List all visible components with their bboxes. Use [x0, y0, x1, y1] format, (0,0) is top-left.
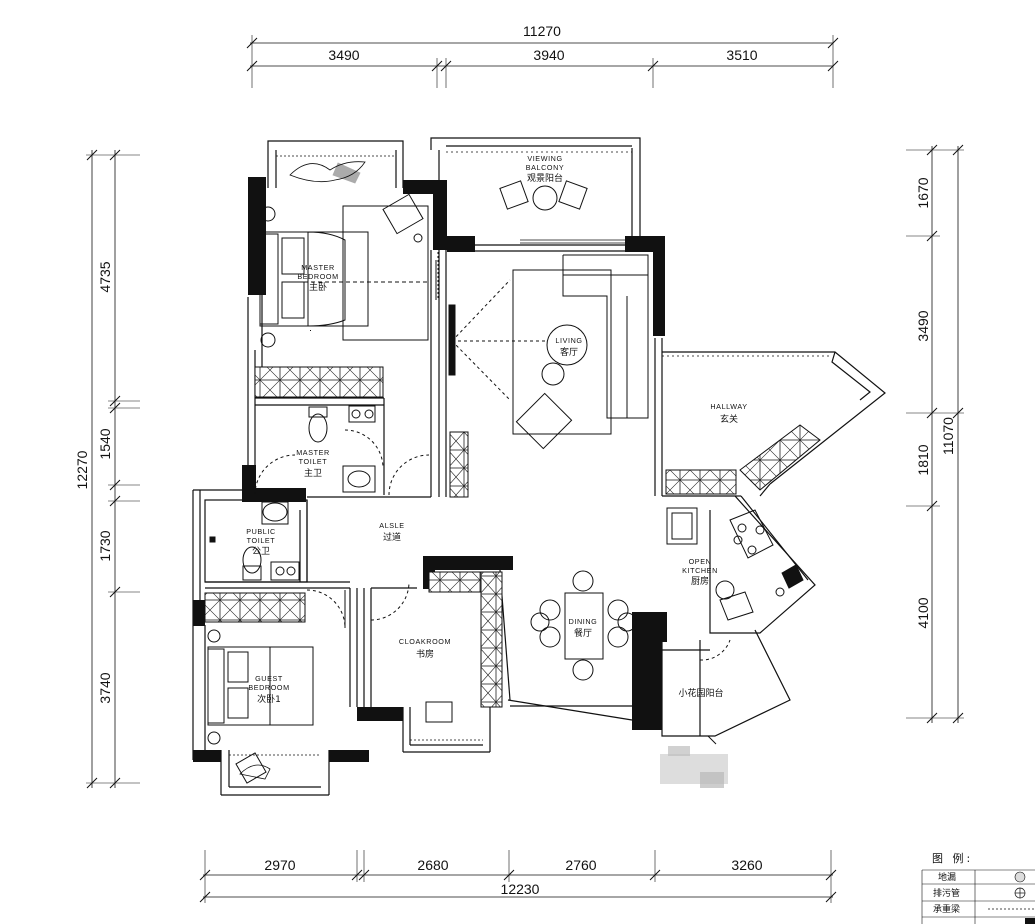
dim-left-total: 12270: [74, 450, 90, 489]
dim-left-seg-4: 3740: [97, 672, 113, 703]
master-bedroom-label-cn: 主卧: [309, 281, 327, 293]
furniture: [207, 180, 804, 784]
garden-balcony-label-cn: 小花园阳台: [678, 687, 723, 699]
dim-left-seg-2: 1540: [97, 428, 113, 459]
dim-bottom-seg-3: 2760: [565, 857, 596, 873]
public-toilet-label-1: Public: [246, 527, 276, 536]
legend-item-2: 排污管: [933, 887, 960, 899]
cloakroom-label-cn: 书房: [416, 648, 434, 660]
dim-right-seg-1: 1670: [915, 177, 931, 208]
master-toilet-label-2: Toilet: [299, 457, 328, 466]
dim-bottom-total: 12230: [501, 881, 540, 897]
dim-bottom-seg-1: 2970: [264, 857, 295, 873]
hallway-label-cn: 玄关: [720, 413, 738, 425]
top-dimensions: 11270 3490 3940 3510: [246, 23, 839, 88]
public-toilet-label-cn: 公卫: [252, 546, 270, 557]
dining-label-cn: 餐厅: [574, 627, 592, 639]
dim-bottom-seg-4: 3260: [731, 857, 762, 873]
master-toilet-label-cn: 主卫: [304, 467, 322, 479]
open-kitchen-label-2: Kitchen: [682, 566, 718, 575]
dim-top-total: 11270: [523, 23, 561, 39]
viewing-balcony-label-1: Viewing: [527, 154, 562, 163]
dim-top-seg-3: 3510: [726, 47, 757, 63]
viewing-balcony-label-cn: 观景阳台: [527, 172, 563, 184]
legend-title: 图 例:: [932, 851, 973, 865]
right-dimensions: 1670 3490 1810 4100 11070: [906, 144, 964, 724]
master-toilet-label-1: Master: [296, 448, 330, 457]
left-dimensions: 12270 4735 1540 1730 3740: [74, 149, 140, 789]
dim-top-seg-2: 3940: [533, 47, 564, 63]
bottom-dimensions: 2970 2680 2760 3260 12230: [199, 850, 837, 903]
dim-bottom-seg-2: 2680: [417, 857, 448, 873]
open-kitchen-label-1: Open: [689, 557, 712, 566]
guest-bedroom-label-cn: 次卧1: [257, 693, 281, 705]
dim-left-seg-3: 1730: [97, 530, 113, 561]
load-bearing-walls: [193, 177, 667, 762]
cloakroom-label: Cloakroom: [399, 637, 451, 646]
dim-right-total: 11070: [940, 417, 956, 455]
dim-right-seg-3: 1810: [915, 444, 931, 475]
guest-bedroom-label-1: Guest: [255, 674, 283, 683]
sewage-pipe-icon: [1014, 887, 1026, 899]
living-label-cn: 客厅: [560, 346, 578, 358]
living-label: Living: [555, 336, 582, 345]
dining-label: Dining: [569, 617, 598, 626]
master-bedroom-label-2: Bedroom: [297, 272, 338, 281]
floor-drain-icon: [1014, 871, 1026, 883]
legend-extra-icon: [1025, 918, 1035, 924]
aisle-label-cn: 过道: [383, 531, 401, 543]
dim-top-seg-1: 3490: [328, 47, 359, 63]
room-labels: Viewing Balcony 观景阳台 Master Bedroom 主卧 L…: [246, 154, 747, 705]
legend-item-1: 地漏: [938, 871, 956, 883]
master-bedroom-label-1: Master: [301, 263, 335, 272]
legend-item-3: 承重梁: [933, 903, 960, 915]
guest-bedroom-label-2: Bedroom: [248, 683, 289, 692]
dim-right-seg-4: 4100: [915, 597, 931, 628]
thin-walls: [192, 137, 886, 796]
open-kitchen-label-cn: 厨房: [691, 575, 709, 587]
public-toilet-label-2: Toilet: [247, 536, 276, 545]
legend: 图 例: 地漏 排污管 承重梁: [921, 851, 1035, 924]
viewing-balcony-label-2: Balcony: [526, 163, 565, 172]
watermark-blur: [660, 746, 728, 788]
aisle-label: Alsle: [379, 521, 404, 530]
dim-left-seg-1: 4735: [97, 261, 113, 292]
dim-right-seg-2: 3490: [915, 310, 931, 341]
windows: [229, 151, 830, 756]
balcony-planters: [239, 161, 366, 780]
hallway-label: Hallway: [710, 402, 747, 411]
cabinets: [204, 366, 821, 708]
